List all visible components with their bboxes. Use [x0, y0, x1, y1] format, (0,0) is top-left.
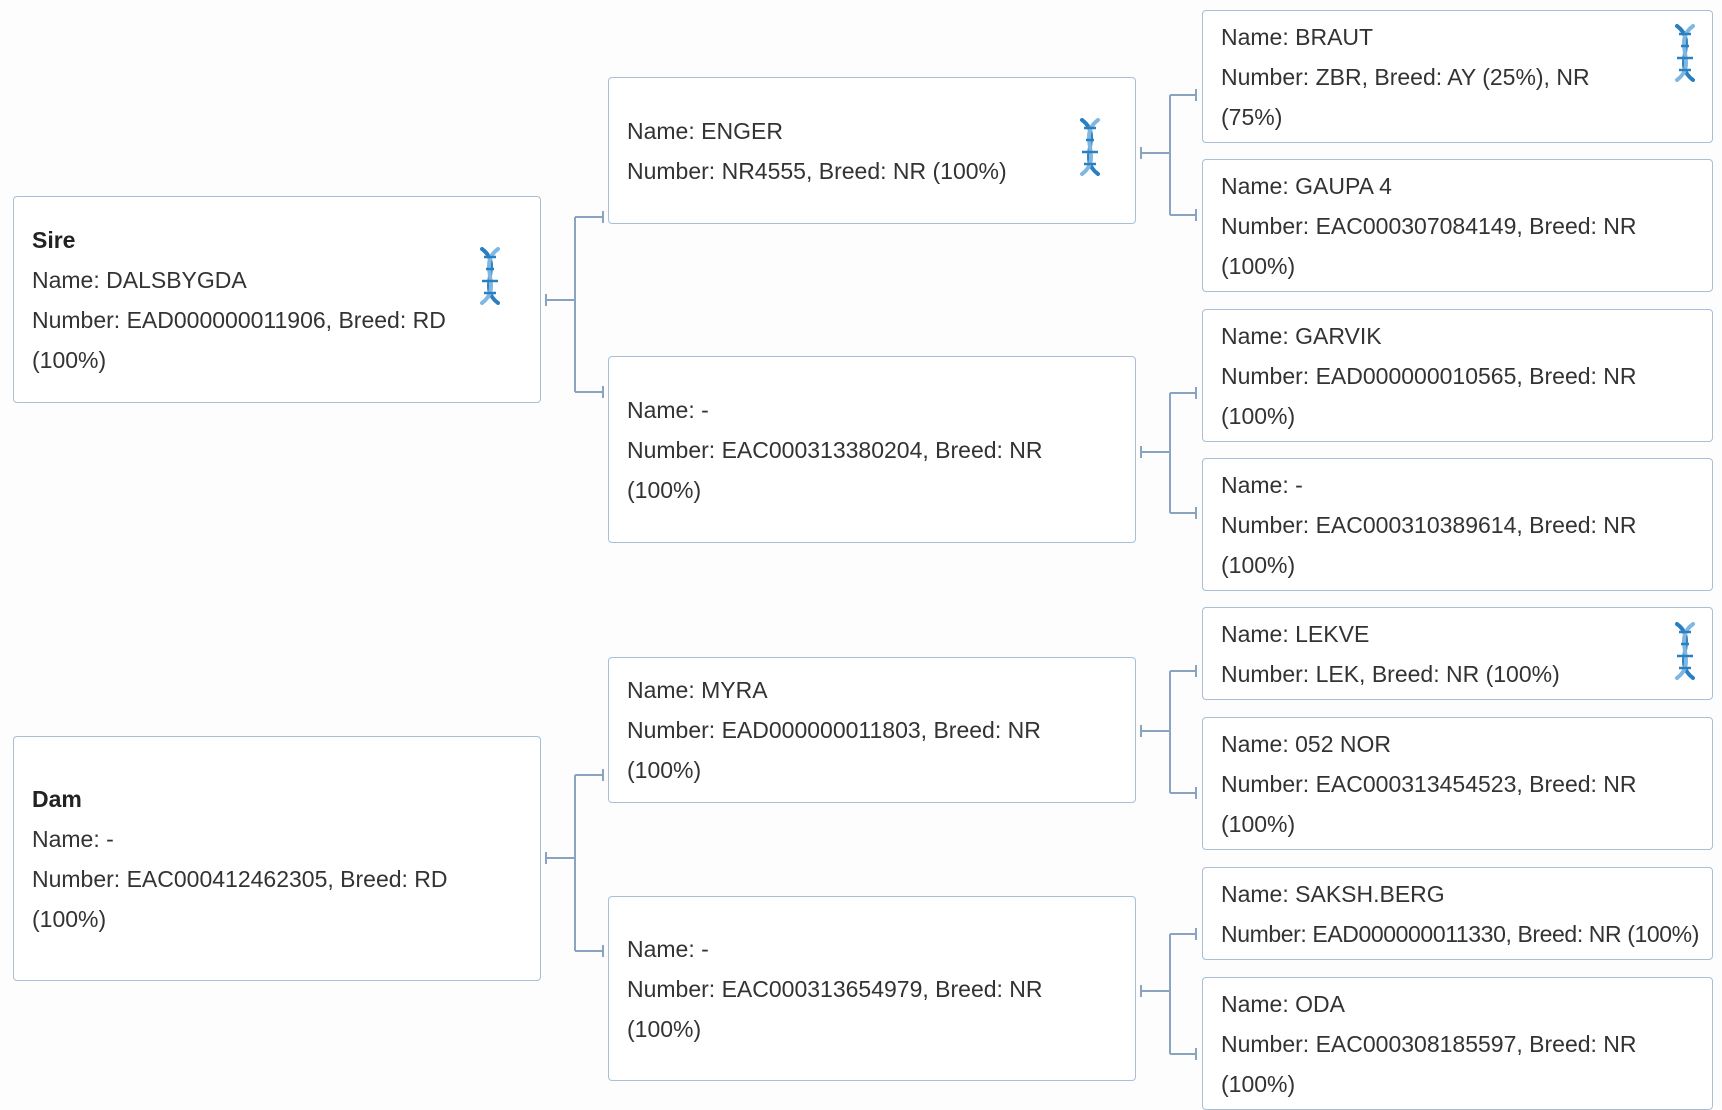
dam-dam-card[interactable]: Name: - Number: EAC000313654979, Breed: …: [608, 896, 1136, 1081]
sire-dam-name: Name: -: [627, 396, 709, 423]
sd-sire-card[interactable]: Name: GARVIK Number: EAD000000010565, Br…: [1202, 309, 1713, 442]
ss-dam-card[interactable]: Name: GAUPA 4 Number: EAC000307084149, B…: [1202, 159, 1713, 292]
dna-icon[interactable]: [1070, 118, 1110, 176]
dam-sire-card[interactable]: Name: MYRA Number: EAD000000011803, Bree…: [608, 657, 1136, 803]
sd-dam-name: Name: -: [1221, 471, 1303, 498]
dam-sire-name: Name: MYRA: [627, 677, 768, 703]
sire-dam-details: Number: EAC000313380204, Breed: NR (100%…: [627, 436, 1043, 503]
dam-name: Name: -: [32, 825, 114, 852]
dna-icon[interactable]: [1665, 24, 1705, 82]
sire-dam-card[interactable]: Name: - Number: EAC000313380204, Breed: …: [608, 356, 1136, 543]
ss-sire-details: Number: ZBR, Breed: AY (25%), NR (75%): [1221, 63, 1590, 130]
sd-sire-details: Number: EAD000000010565, Breed: NR (100%…: [1221, 362, 1637, 429]
ds-sire-details: Number: LEK, Breed: NR (100%): [1221, 660, 1560, 687]
sire-sire-details: Number: NR4555, Breed: NR (100%): [627, 157, 1007, 184]
ds-dam-details: Number: EAC000313454523, Breed: NR (100%…: [1221, 770, 1637, 837]
dd-sire-details: Number: EAD000000011330, Breed: NR (100%…: [1221, 920, 1699, 947]
ss-dam-details: Number: EAC000307084149, Breed: NR (100%…: [1221, 212, 1637, 279]
ss-sire-name: Name: BRAUT: [1221, 23, 1374, 50]
sd-dam-details: Number: EAC000310389614, Breed: NR (100%…: [1221, 511, 1637, 578]
sire-details: Number: EAD000000011906, Breed: RD (100%…: [32, 306, 446, 373]
ds-dam-card[interactable]: Name: 052 NOR Number: EAC000313454523, B…: [1202, 717, 1713, 850]
sire-name: Name: DALSBYGDA: [32, 266, 247, 293]
ds-dam-name: Name: 052 NOR: [1221, 730, 1392, 757]
sd-dam-card[interactable]: Name: - Number: EAC000310389614, Breed: …: [1202, 458, 1713, 591]
sire-card[interactable]: Sire Name: DALSBYGDA Number: EAD00000001…: [13, 196, 541, 403]
ds-sire-card[interactable]: Name: LEKVE Number: LEK, Breed: NR (100%…: [1202, 607, 1713, 700]
dd-sire-name: Name: SAKSH.BERG: [1221, 880, 1445, 907]
dd-dam-card[interactable]: Name: ODA Number: EAC000308185597, Breed…: [1202, 977, 1713, 1110]
dam-dam-name: Name: -: [627, 935, 709, 962]
dd-dam-name: Name: ODA: [1221, 990, 1345, 1017]
dna-icon[interactable]: [470, 247, 510, 305]
dam-title: Dam: [32, 785, 82, 812]
dna-icon[interactable]: [1665, 622, 1705, 680]
ss-dam-name: Name: GAUPA 4: [1221, 172, 1392, 199]
dam-dam-details: Number: EAC000313654979, Breed: NR (100%…: [627, 975, 1043, 1042]
sire-title: Sire: [32, 226, 76, 253]
ss-sire-card[interactable]: Name: BRAUT Number: ZBR, Breed: AY (25%)…: [1202, 10, 1713, 143]
dd-dam-details: Number: EAC000308185597, Breed: NR (100%…: [1221, 1030, 1637, 1097]
sire-sire-name: Name: ENGER: [627, 117, 783, 144]
ds-sire-name: Name: LEKVE: [1221, 620, 1370, 647]
sd-sire-name: Name: GARVIK: [1221, 322, 1382, 349]
dd-sire-card[interactable]: Name: SAKSH.BERG Number: EAD000000011330…: [1202, 867, 1713, 960]
dam-sire-details: Number: EAD000000011803, Breed: NR (100%…: [627, 717, 1041, 783]
sire-sire-card[interactable]: Name: ENGER Number: NR4555, Breed: NR (1…: [608, 77, 1136, 224]
dam-card[interactable]: Dam Name: - Number: EAC000412462305, Bre…: [13, 736, 541, 981]
dam-details: Number: EAC000412462305, Breed: RD (100%…: [32, 865, 448, 932]
